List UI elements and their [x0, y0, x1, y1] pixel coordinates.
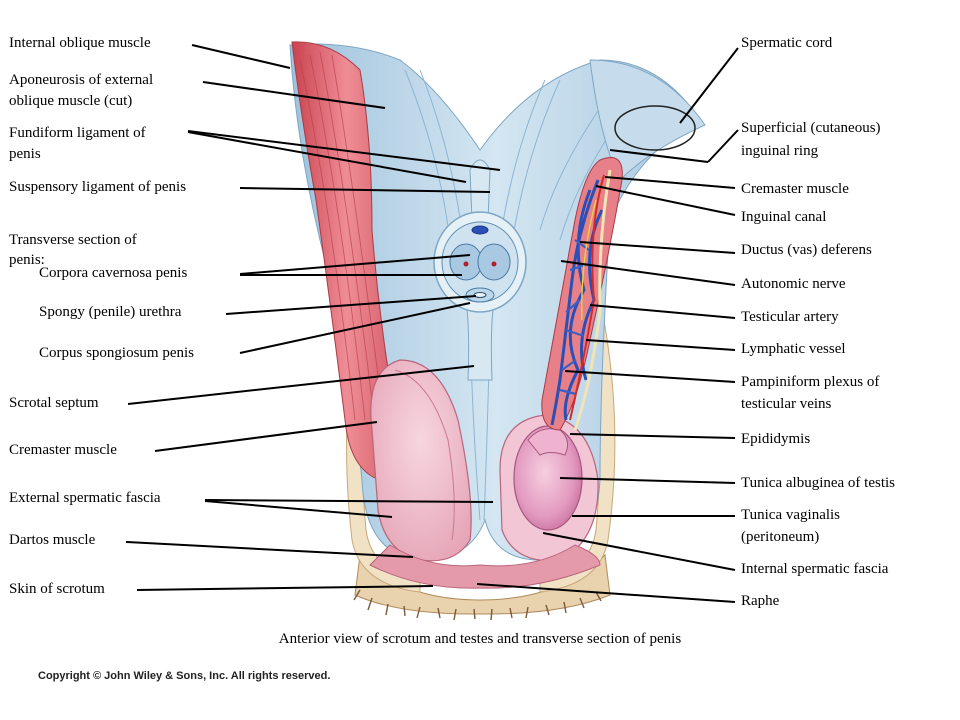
- label-transverse-section-line2: penis:: [9, 252, 45, 268]
- label-cremaster-muscle-right: Cremaster muscle: [741, 181, 849, 197]
- muscle-fibers-left: [299, 51, 386, 431]
- vein-network: [559, 239, 590, 396]
- label-raphe: Raphe: [741, 593, 780, 609]
- fascia-striations: [404, 69, 641, 521]
- dorsal-vessel-section: [471, 225, 489, 235]
- cavernosa-artery-left: [463, 261, 469, 267]
- label-aponeurosis-line1: Aponeurosis of external: [9, 72, 154, 88]
- epididymis-shape: [527, 428, 569, 456]
- label-dartos-muscle: Dartos muscle: [9, 532, 96, 548]
- label-lymphatic-vessel: Lymphatic vessel: [741, 341, 846, 357]
- label-autonomic-nerve: Autonomic nerve: [741, 276, 846, 292]
- superficial-inguinal-ring-shape: [614, 105, 696, 151]
- label-superficial-ring-line1: Superficial (cutaneous): [741, 120, 881, 136]
- label-suspensory-ligament: Suspensory ligament of penis: [9, 179, 187, 195]
- cavernosa-artery-right: [491, 261, 497, 267]
- label-pampiniform-line2: testicular veins: [741, 396, 832, 412]
- label-transverse-section-line1: Transverse section of: [9, 232, 137, 248]
- dartos-muscle-shape: [369, 544, 601, 589]
- penis-section-stalk: [469, 159, 491, 221]
- label-inguinal-canal: Inguinal canal: [741, 209, 827, 225]
- label-epididymis: Epididymis: [741, 431, 811, 447]
- label-pampiniform-line1: Pampiniform plexus of: [741, 374, 880, 390]
- ductus-deferens-shape: [573, 169, 612, 431]
- label-tunica-vaginalis-line1: Tunica vaginalis: [741, 507, 841, 523]
- label-internal-oblique-muscle: Internal oblique muscle: [9, 35, 151, 51]
- label-cremaster-muscle-left: Cremaster muscle: [9, 442, 117, 458]
- label-fundiform-line2: penis: [9, 146, 41, 162]
- label-tunica-vaginalis-line2: (peritoneum): [741, 529, 820, 545]
- figure-caption: Anterior view of scrotum and testes and …: [278, 631, 682, 647]
- left-inner-fold: [394, 369, 455, 541]
- label-skin-of-scrotum: Skin of scrotum: [9, 581, 105, 597]
- penis-section-lower: [465, 299, 495, 381]
- scrotal-hair: [353, 589, 602, 621]
- copyright-notice: Copyright © John Wiley & Sons, Inc. All …: [38, 670, 331, 682]
- urethra-section: [473, 292, 487, 298]
- label-superficial-ring-line2: inguinal ring: [741, 143, 819, 159]
- label-aponeurosis-line2: oblique muscle (cut): [9, 93, 133, 109]
- label-corpora-cavernosa: Corpora cavernosa penis: [39, 265, 188, 281]
- label-corpus-spongiosum: Corpus spongiosum penis: [39, 345, 195, 361]
- skin-of-scrotum-shape: [354, 553, 611, 615]
- label-fundiform-line1: Fundiform ligament of: [9, 125, 146, 141]
- label-tunica-albuginea: Tunica albuginea of testis: [741, 475, 896, 491]
- spermatic-cord-shape: [589, 59, 706, 181]
- leader-lines-left: [125, 44, 501, 591]
- testicular-artery-shape: [569, 174, 605, 421]
- label-spermatic-cord: Spermatic cord: [741, 35, 833, 51]
- label-testicular-artery: Testicular artery: [741, 309, 839, 325]
- label-internal-spermatic-fascia: Internal spermatic fascia: [741, 561, 889, 577]
- label-spongy-urethra: Spongy (penile) urethra: [39, 304, 182, 320]
- label-external-spermatic-fascia: External spermatic fascia: [9, 490, 161, 506]
- label-scrotal-septum: Scrotal septum: [9, 395, 99, 411]
- label-ductus-deferens: Ductus (vas) deferens: [741, 242, 872, 258]
- leader-lines-right: [476, 47, 739, 603]
- autonomic-nerve-shape: [581, 199, 597, 321]
